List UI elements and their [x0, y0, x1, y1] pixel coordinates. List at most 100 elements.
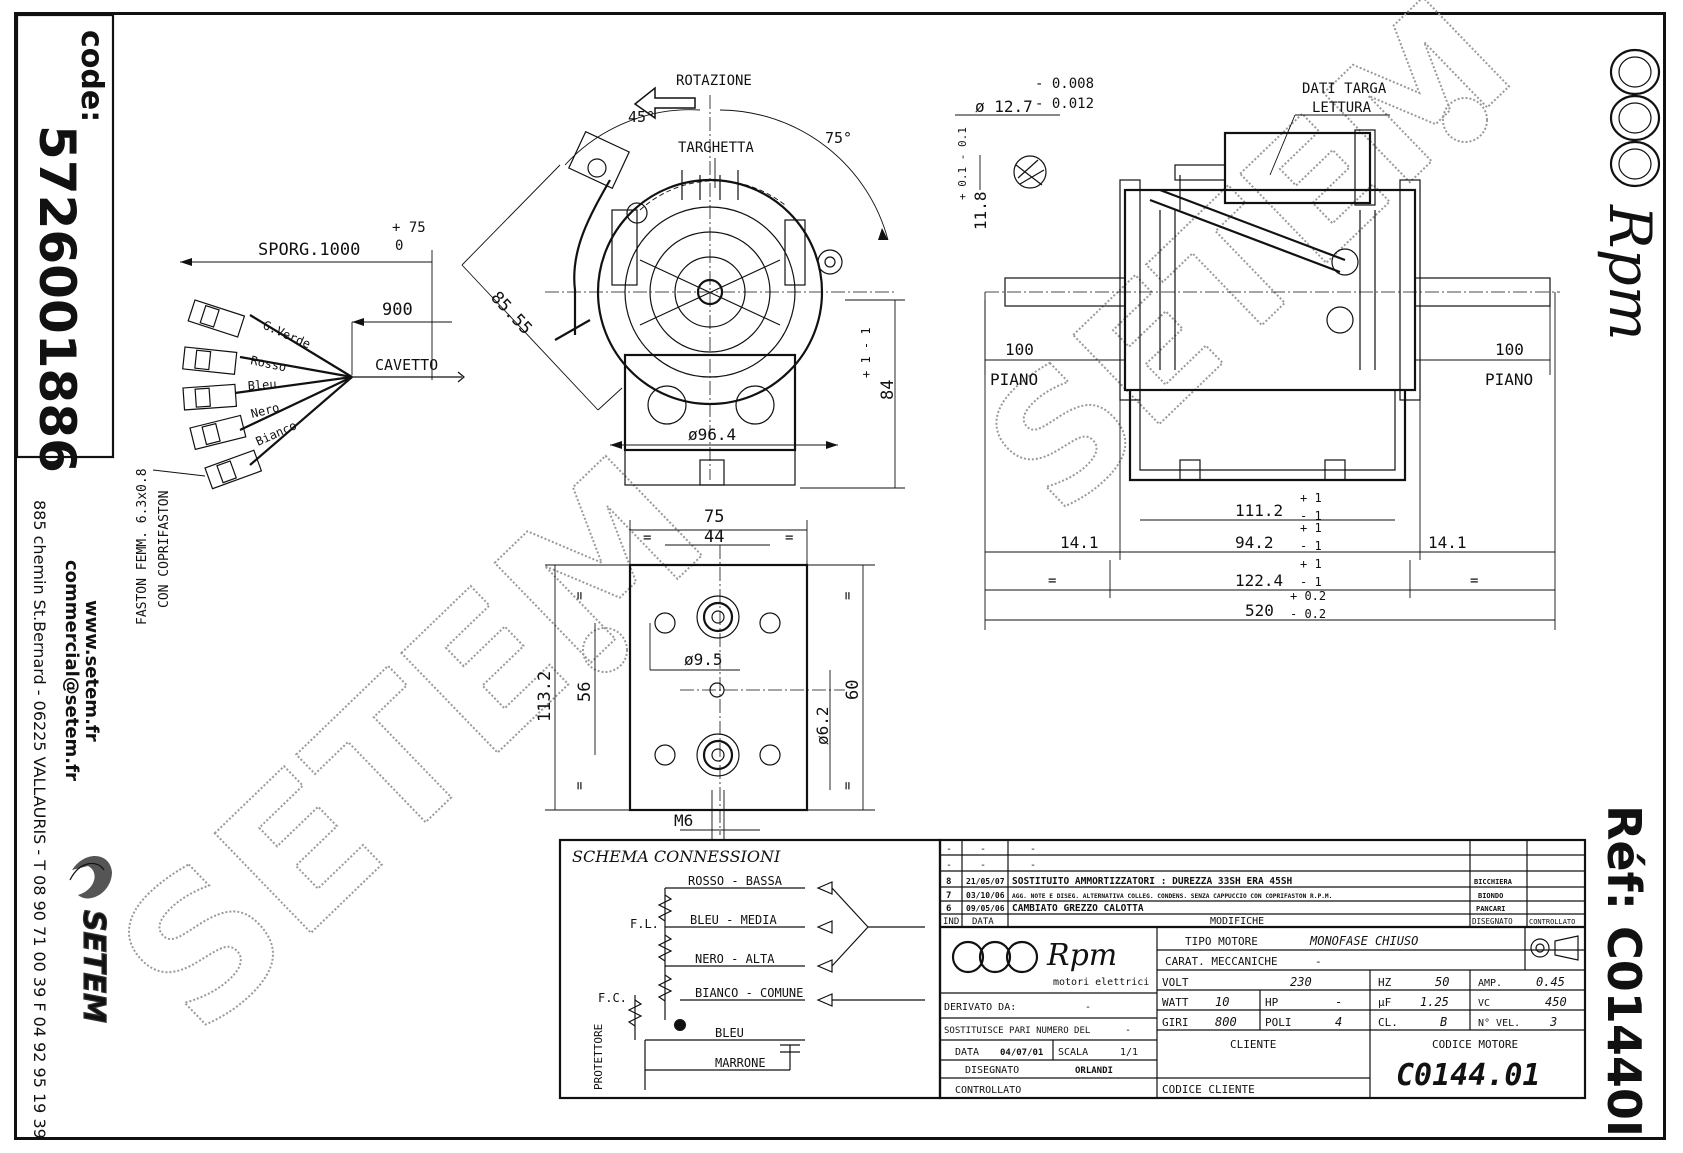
spec-value: 230 [1290, 975, 1312, 989]
disegnato-value: ORLANDI [1075, 1066, 1113, 1076]
rev-desc: SOSTITUITO AMMORTIZZATORI : DUREZZA 33SH… [1012, 876, 1293, 887]
spec-value: 10 [1215, 995, 1229, 1009]
spec-label: N° VEL. [1478, 1018, 1520, 1029]
rev-ind: - [946, 844, 952, 855]
eq-mark: = [1048, 573, 1056, 589]
rev-header-disegnato: DISEGNATO [1472, 917, 1513, 926]
shaft-tol-upper: - 0.008 [1035, 76, 1094, 92]
brand-block: Rpm Réf: C01440I [1596, 48, 1664, 1137]
tol: + 1 [1300, 557, 1322, 571]
tol-520-minus: - 0.2 [1290, 607, 1326, 621]
angle-45: 45° [628, 108, 655, 126]
rev-header-data: DATA [972, 917, 994, 927]
codice-motore-value: C0144.01 [1396, 1058, 1541, 1093]
cable-assembly: SPORG.1000 + 75 0 900 CAVETTO G.Verde Ro… [135, 220, 465, 625]
cliente-label: CLIENTE [1230, 1038, 1276, 1051]
rev-header-ind: IND [943, 917, 959, 927]
company-email: commercial@setem.fr [61, 560, 82, 781]
dim-m6: M6 [674, 811, 693, 830]
eq-mark: = [785, 530, 793, 546]
connection-schema: SCHEMA CONNESSIONI ROSSO - BASSA BLEU - … [558, 838, 942, 1100]
rev-data: 09/05/06 [966, 904, 1005, 913]
projection-symbol-icon [1530, 935, 1579, 961]
rev-data: - [980, 844, 986, 855]
spec-value: 800 [1215, 1015, 1237, 1029]
brand-subtitle: motori elettrici [1053, 977, 1149, 988]
derivato-value: - [1085, 1002, 1091, 1013]
company-website: www.setem.fr [81, 600, 102, 742]
spec-label: HP [1265, 996, 1279, 1009]
eq-mark: = [1470, 573, 1478, 589]
spec-value: 450 [1545, 995, 1567, 1009]
dim-6-2: ø6.2 [813, 706, 832, 745]
disegnato-label: DISEGNATO [965, 1065, 1019, 1076]
cavetto-label: CAVETTO [375, 356, 438, 374]
revision-rows: - - - - - - 8 21/05/07 SOSTITUITO AMMORT… [946, 844, 1513, 914]
watermark: SETEM SETEM [77, 0, 1550, 1073]
rev-data: 21/05/07 [966, 877, 1005, 886]
rev-desc: - [1030, 860, 1036, 871]
data-value: 04/07/01 [1000, 1048, 1043, 1058]
sostituisce-value: - [1125, 1025, 1131, 1036]
shaft-tol-lower: - 0.012 [1035, 96, 1094, 112]
dim-84: 84 [878, 380, 898, 400]
rev-desc: - [1030, 844, 1036, 855]
dim-14-1-left: 14.1 [1060, 533, 1099, 552]
tipo-motore-value: MONOFASE CHIUSO [1309, 934, 1418, 948]
codice-cliente-label: CODICE CLIENTE [1162, 1083, 1255, 1096]
company-logo-text: SETEM [76, 910, 111, 1023]
dim-9-5: ø9.5 [684, 650, 723, 669]
side-view: DATI TARGA LETTURA ø 12.7 - 0.008 - 0.01… [955, 76, 1560, 630]
rev-desc: CAMBIATO GREZZO CALOTTA [1012, 903, 1144, 914]
spec-label: POLI [1265, 1016, 1292, 1029]
dim-56: 56 [575, 682, 595, 702]
rev-dis: BICCHIERA [1474, 878, 1513, 886]
wire-label: Rosso [249, 353, 287, 374]
spec-value: 50 [1435, 975, 1449, 989]
faston-note-2: CON COPRIFASTON [157, 491, 172, 608]
dim-94-2: 94.2 [1235, 533, 1274, 552]
data-label: DATA [955, 1047, 979, 1058]
spec-label: WATT [1162, 996, 1189, 1009]
brand-name: Rpm [1596, 204, 1664, 341]
schema-title: SCHEMA CONNESSIONI [572, 847, 781, 866]
eq-mark: = [840, 782, 856, 790]
spec-value: 1.25 [1420, 995, 1449, 1009]
wire-label: Nero [249, 400, 280, 421]
eq-mark: = [643, 530, 651, 546]
title-block: - - - - - - 8 21/05/07 SOSTITUITO AMMORT… [938, 838, 1587, 1100]
lettura-label: LETTURA [1312, 100, 1372, 116]
rev-ind: - [946, 860, 952, 871]
wire-label: G.Verde [261, 318, 313, 351]
carat-label: CARAT. MECCANICHE [1165, 955, 1278, 968]
spec-label: µF [1378, 996, 1391, 1009]
angle-75: 75° [825, 129, 852, 147]
dim-60: 60 [843, 680, 863, 700]
sporg-tol-upper: + 75 [392, 220, 426, 236]
tol: + 1 [1300, 521, 1322, 535]
codice-motore-label: CODICE MOTORE [1432, 1038, 1518, 1051]
mounting-view: 75 44 = = 113.2 56 = = 60 = [535, 507, 875, 840]
dim-44: 44 [704, 527, 724, 547]
schema-label: BIANCO - COMUNE [695, 986, 803, 1000]
dati-targa-label: DATI TARGA [1302, 81, 1387, 97]
front-view: ROTAZIONE TARGHETTA 45° 75° 85.55 ø96.4 … [461, 73, 905, 489]
rev-ind: 8 [946, 877, 951, 887]
schema-label: MARRONE [715, 1056, 766, 1070]
code-panel: code: 5726001886 [15, 13, 115, 473]
protettore-label: PROTETTORE [592, 1024, 605, 1090]
faston-note-1: FASTON FEMM. 6.3x0.8 [135, 468, 150, 625]
rpm-logo-icon [951, 940, 1039, 974]
tol: + 1 [1300, 491, 1322, 505]
rev-dis: BIONDO [1478, 892, 1503, 900]
spec-label: VOLT [1162, 976, 1189, 989]
eq-mark: = [840, 592, 856, 600]
tol: - 1 [1300, 509, 1322, 523]
dim-96-4: ø96.4 [688, 425, 736, 444]
spec-label: HZ [1378, 976, 1392, 989]
setem-logo-icon [69, 855, 112, 899]
schema-label: BLEU [715, 1026, 744, 1040]
sporg-dim: SPORG.1000 [258, 240, 360, 260]
dim-111-2: 111.2 [1235, 501, 1283, 520]
